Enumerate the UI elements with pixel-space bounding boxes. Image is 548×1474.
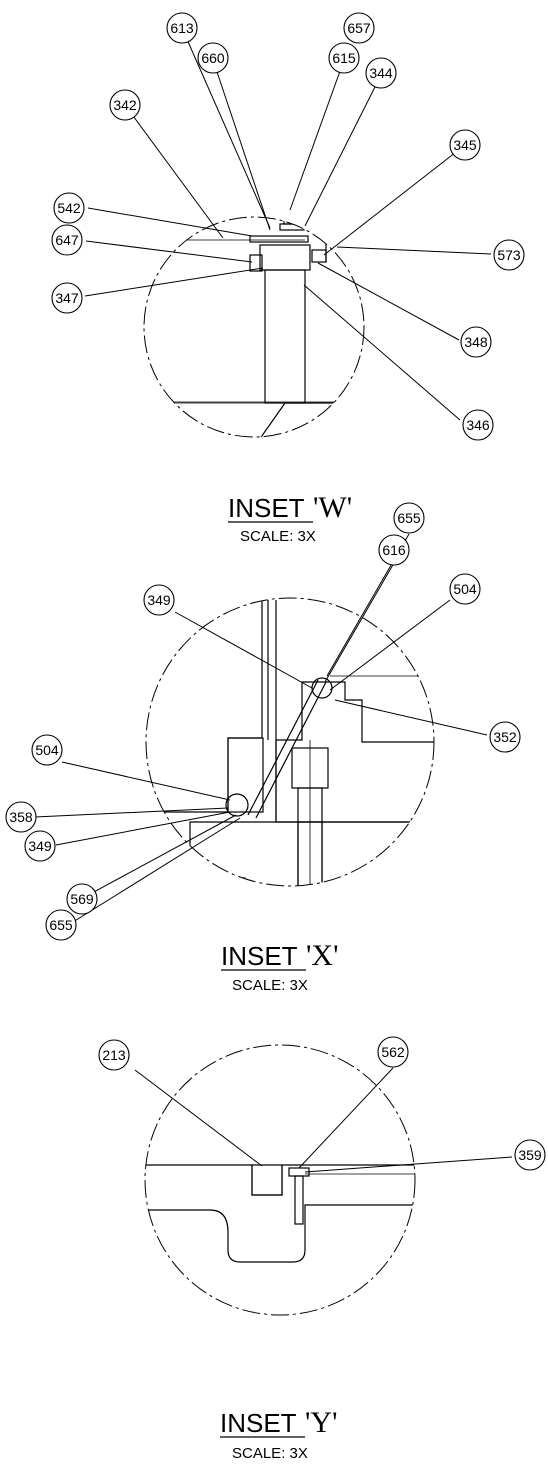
svg-text:562: 562: [381, 1044, 405, 1060]
balloon-613: 613: [166, 12, 198, 44]
inset-y: 562 213 359 INSET 'Y' SCALE: 3X: [98, 1036, 546, 1462]
balloon-655-top: 655: [393, 502, 425, 534]
hub-body-213: [145, 1164, 415, 1263]
balloon-655-bottom: 655: [45, 909, 77, 941]
balloon-562: 562: [377, 1036, 409, 1068]
inset-w-title: INSET: [228, 493, 305, 523]
balloon-345: 345: [449, 129, 481, 161]
balloon-346: 346: [462, 409, 494, 441]
base-wedge: [243, 402, 341, 437]
inset-w-geometry: [144, 217, 364, 437]
balloon-347: 347: [51, 282, 83, 314]
balloon-657: 657: [343, 12, 375, 44]
inset-x-scale: SCALE: 3X: [232, 977, 308, 994]
svg-text:345: 345: [453, 137, 477, 153]
inset-w-scale: SCALE: 3X: [240, 528, 316, 545]
svg-text:504: 504: [453, 581, 477, 597]
balloon-616: 616: [378, 534, 410, 566]
balloon-348: 348: [460, 326, 492, 358]
inset-y-letter: 'Y': [305, 1406, 337, 1439]
balloon-504-top: 504: [449, 573, 481, 605]
svg-text:349: 349: [147, 592, 171, 608]
svg-text:655: 655: [49, 917, 73, 933]
inset-w-boundary: [143, 216, 365, 438]
svg-text:504: 504: [35, 742, 59, 758]
balloon-359: 359: [514, 1139, 546, 1171]
inset-x: 655 616 349 504 352 504 358 349 569 655 …: [5, 502, 521, 994]
seal-upper: [311, 677, 333, 699]
inset-w: 613 657 660 615 344 342 345 542 647 573 …: [51, 12, 525, 545]
nut-647: [249, 254, 263, 272]
svg-text:344: 344: [369, 65, 393, 81]
balloon-573: 573: [493, 239, 525, 271]
balloon-358: 358: [5, 801, 37, 833]
inset-y-scale: SCALE: 3X: [232, 1445, 308, 1462]
balloon-615: 615: [328, 42, 360, 74]
svg-text:657: 657: [347, 20, 371, 36]
svg-text:359: 359: [518, 1147, 542, 1163]
svg-text:569: 569: [70, 891, 94, 907]
seal-lower: [225, 793, 249, 817]
svg-text:647: 647: [55, 232, 79, 248]
bracket-345: [305, 224, 327, 262]
svg-text:342: 342: [113, 97, 137, 113]
balloon-342: 342: [109, 89, 141, 121]
inset-y-title: INSET: [220, 1408, 297, 1438]
post-346: [264, 269, 306, 404]
balloon-352: 352: [489, 721, 521, 753]
balloon-349-top: 349: [143, 584, 175, 616]
balloon-542: 542: [53, 192, 85, 224]
svg-text:346: 346: [466, 417, 490, 433]
svg-text:213: 213: [102, 1047, 126, 1063]
svg-text:352: 352: [493, 729, 517, 745]
svg-text:358: 358: [9, 809, 33, 825]
balloon-213: 213: [98, 1039, 130, 1071]
clamp-block: [259, 244, 311, 271]
inset-x-title: INSET: [221, 941, 298, 971]
balloon-349-bottom: 349: [24, 830, 56, 862]
svg-text:616: 616: [382, 542, 406, 558]
svg-text:615: 615: [332, 50, 356, 66]
lower-base: [189, 821, 434, 886]
balloon-660: 660: [197, 42, 229, 74]
svg-text:573: 573: [497, 247, 521, 263]
svg-text:348: 348: [464, 334, 488, 350]
svg-text:613: 613: [170, 20, 194, 36]
balloon-569: 569: [66, 883, 98, 915]
right-block: [275, 681, 434, 823]
svg-text:347: 347: [55, 290, 79, 306]
screw-head-615: [283, 217, 301, 225]
balloon-344: 344: [365, 57, 397, 89]
svg-text:655: 655: [397, 510, 421, 526]
inset-x-letter: 'X': [306, 939, 338, 972]
inset-y-geometry: [145, 1164, 415, 1263]
inset-x-geometry: [146, 599, 434, 886]
svg-text:542: 542: [57, 200, 81, 216]
left-housing: [146, 599, 263, 813]
svg-text:660: 660: [201, 50, 225, 66]
svg-text:349: 349: [28, 838, 52, 854]
inset-y-boundary: [144, 1044, 416, 1316]
balloon-647: 647: [51, 224, 83, 256]
inset-w-letter: 'W': [313, 491, 352, 524]
balloon-504-left: 504: [31, 734, 63, 766]
